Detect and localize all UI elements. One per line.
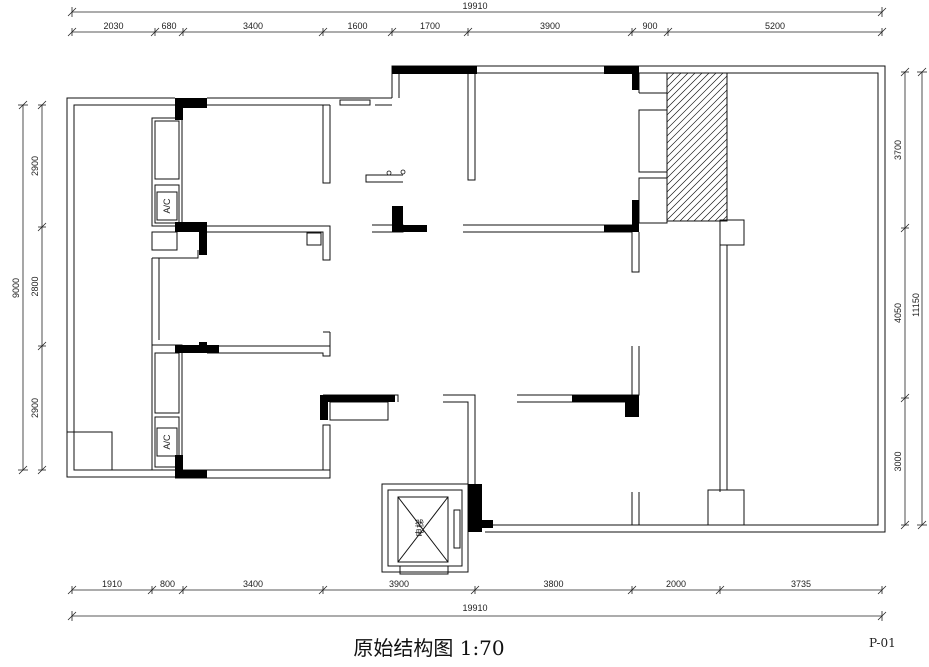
left-segment-1: 2900 <box>30 156 40 176</box>
top-segment-5: 1700 <box>420 21 440 31</box>
left-dimension-chain <box>18 100 47 475</box>
hatched-structural-area <box>666 72 728 222</box>
hatch-line <box>672 166 728 222</box>
building-walls <box>66 65 886 533</box>
bottom-segment-5: 3800 <box>543 579 563 589</box>
ac-unit-lower <box>156 427 178 457</box>
top-segment-8: 5200 <box>765 21 785 31</box>
hatch-line <box>666 89 728 151</box>
structural-columns <box>175 66 639 532</box>
hatch-line <box>666 131 728 193</box>
bottom-segment-4: 3900 <box>389 579 409 589</box>
hatch-line <box>666 72 724 130</box>
bottom-total-dimension: 19910 <box>462 603 487 613</box>
hatch-line <box>666 72 710 116</box>
hatch-line <box>666 82 728 144</box>
right-total-dimension: 11150 <box>911 293 921 317</box>
hatch-line <box>700 194 728 222</box>
hatch-line <box>666 159 728 221</box>
hatch-line <box>693 187 728 222</box>
hatch-line <box>666 72 717 123</box>
top-segment-2: 680 <box>161 21 176 31</box>
top-total-dimension: 19910 <box>462 1 487 11</box>
drawing-title: 原始结构图 1:70 <box>353 636 505 660</box>
hatch-line <box>666 103 728 165</box>
hatch-line <box>666 72 689 95</box>
hatch-line <box>666 124 728 186</box>
hatch-line <box>666 75 728 137</box>
bottom-segment-6: 2000 <box>666 579 686 589</box>
bottom-segment-labels: 1910 800 3400 3900 3800 2000 3735 <box>102 579 811 589</box>
elevator-label: 电梯 <box>414 519 425 537</box>
hatch-line <box>666 96 728 158</box>
ac-closet-lower <box>151 344 183 471</box>
top-dimension-chain <box>67 7 887 37</box>
hatch-line <box>666 138 728 200</box>
bottom-segment-2: 800 <box>160 579 175 589</box>
left-total-dimension: 9000 <box>11 278 21 298</box>
ac-unit-upper <box>156 191 178 221</box>
hatch-line <box>721 215 728 222</box>
right-segment-1: 3700 <box>893 140 903 160</box>
top-segment-4: 1600 <box>347 21 367 31</box>
sheet-number: P-01 <box>869 636 896 650</box>
hatch-line <box>679 173 728 222</box>
hatch-line <box>666 72 703 109</box>
top-segment-6: 3900 <box>540 21 560 31</box>
hatch-line <box>666 145 728 207</box>
bottom-segment-7: 3735 <box>791 579 811 589</box>
hatch-line <box>714 208 728 222</box>
bottom-segment-1: 1910 <box>102 579 122 589</box>
elevator-shaft <box>381 483 469 575</box>
bottom-dimension-chain <box>67 585 887 621</box>
right-segment-3: 3000 <box>893 451 903 471</box>
bottom-segment-3: 3400 <box>243 579 263 589</box>
top-segment-1: 2030 <box>103 21 123 31</box>
hatch-line <box>707 201 728 222</box>
hatch-line <box>666 72 682 88</box>
ac-label-lower: A/C <box>162 434 172 450</box>
hatch-line <box>666 72 675 81</box>
ac-closet-upper <box>151 117 183 251</box>
left-segment-labels: 2900 2800 2900 <box>30 156 40 418</box>
ac-label-upper: A/C <box>162 198 172 214</box>
left-segment-2: 2800 <box>30 276 40 296</box>
right-segment-labels: 3700 4050 3000 <box>893 140 903 472</box>
hatch-line <box>666 72 696 102</box>
right-segment-2: 4050 <box>893 303 903 323</box>
hatch-line <box>686 180 728 222</box>
top-segment-labels: 2030 680 3400 1600 1700 3900 900 5200 <box>103 21 785 31</box>
top-segment-3: 3400 <box>243 21 263 31</box>
top-segment-7: 900 <box>642 21 657 31</box>
fixture-marks <box>386 169 406 176</box>
left-segment-3: 2900 <box>30 398 40 418</box>
right-dimension-chain <box>900 67 927 530</box>
hatch-line <box>666 110 728 172</box>
hatch-line <box>666 117 728 179</box>
hatch-line <box>666 152 728 214</box>
